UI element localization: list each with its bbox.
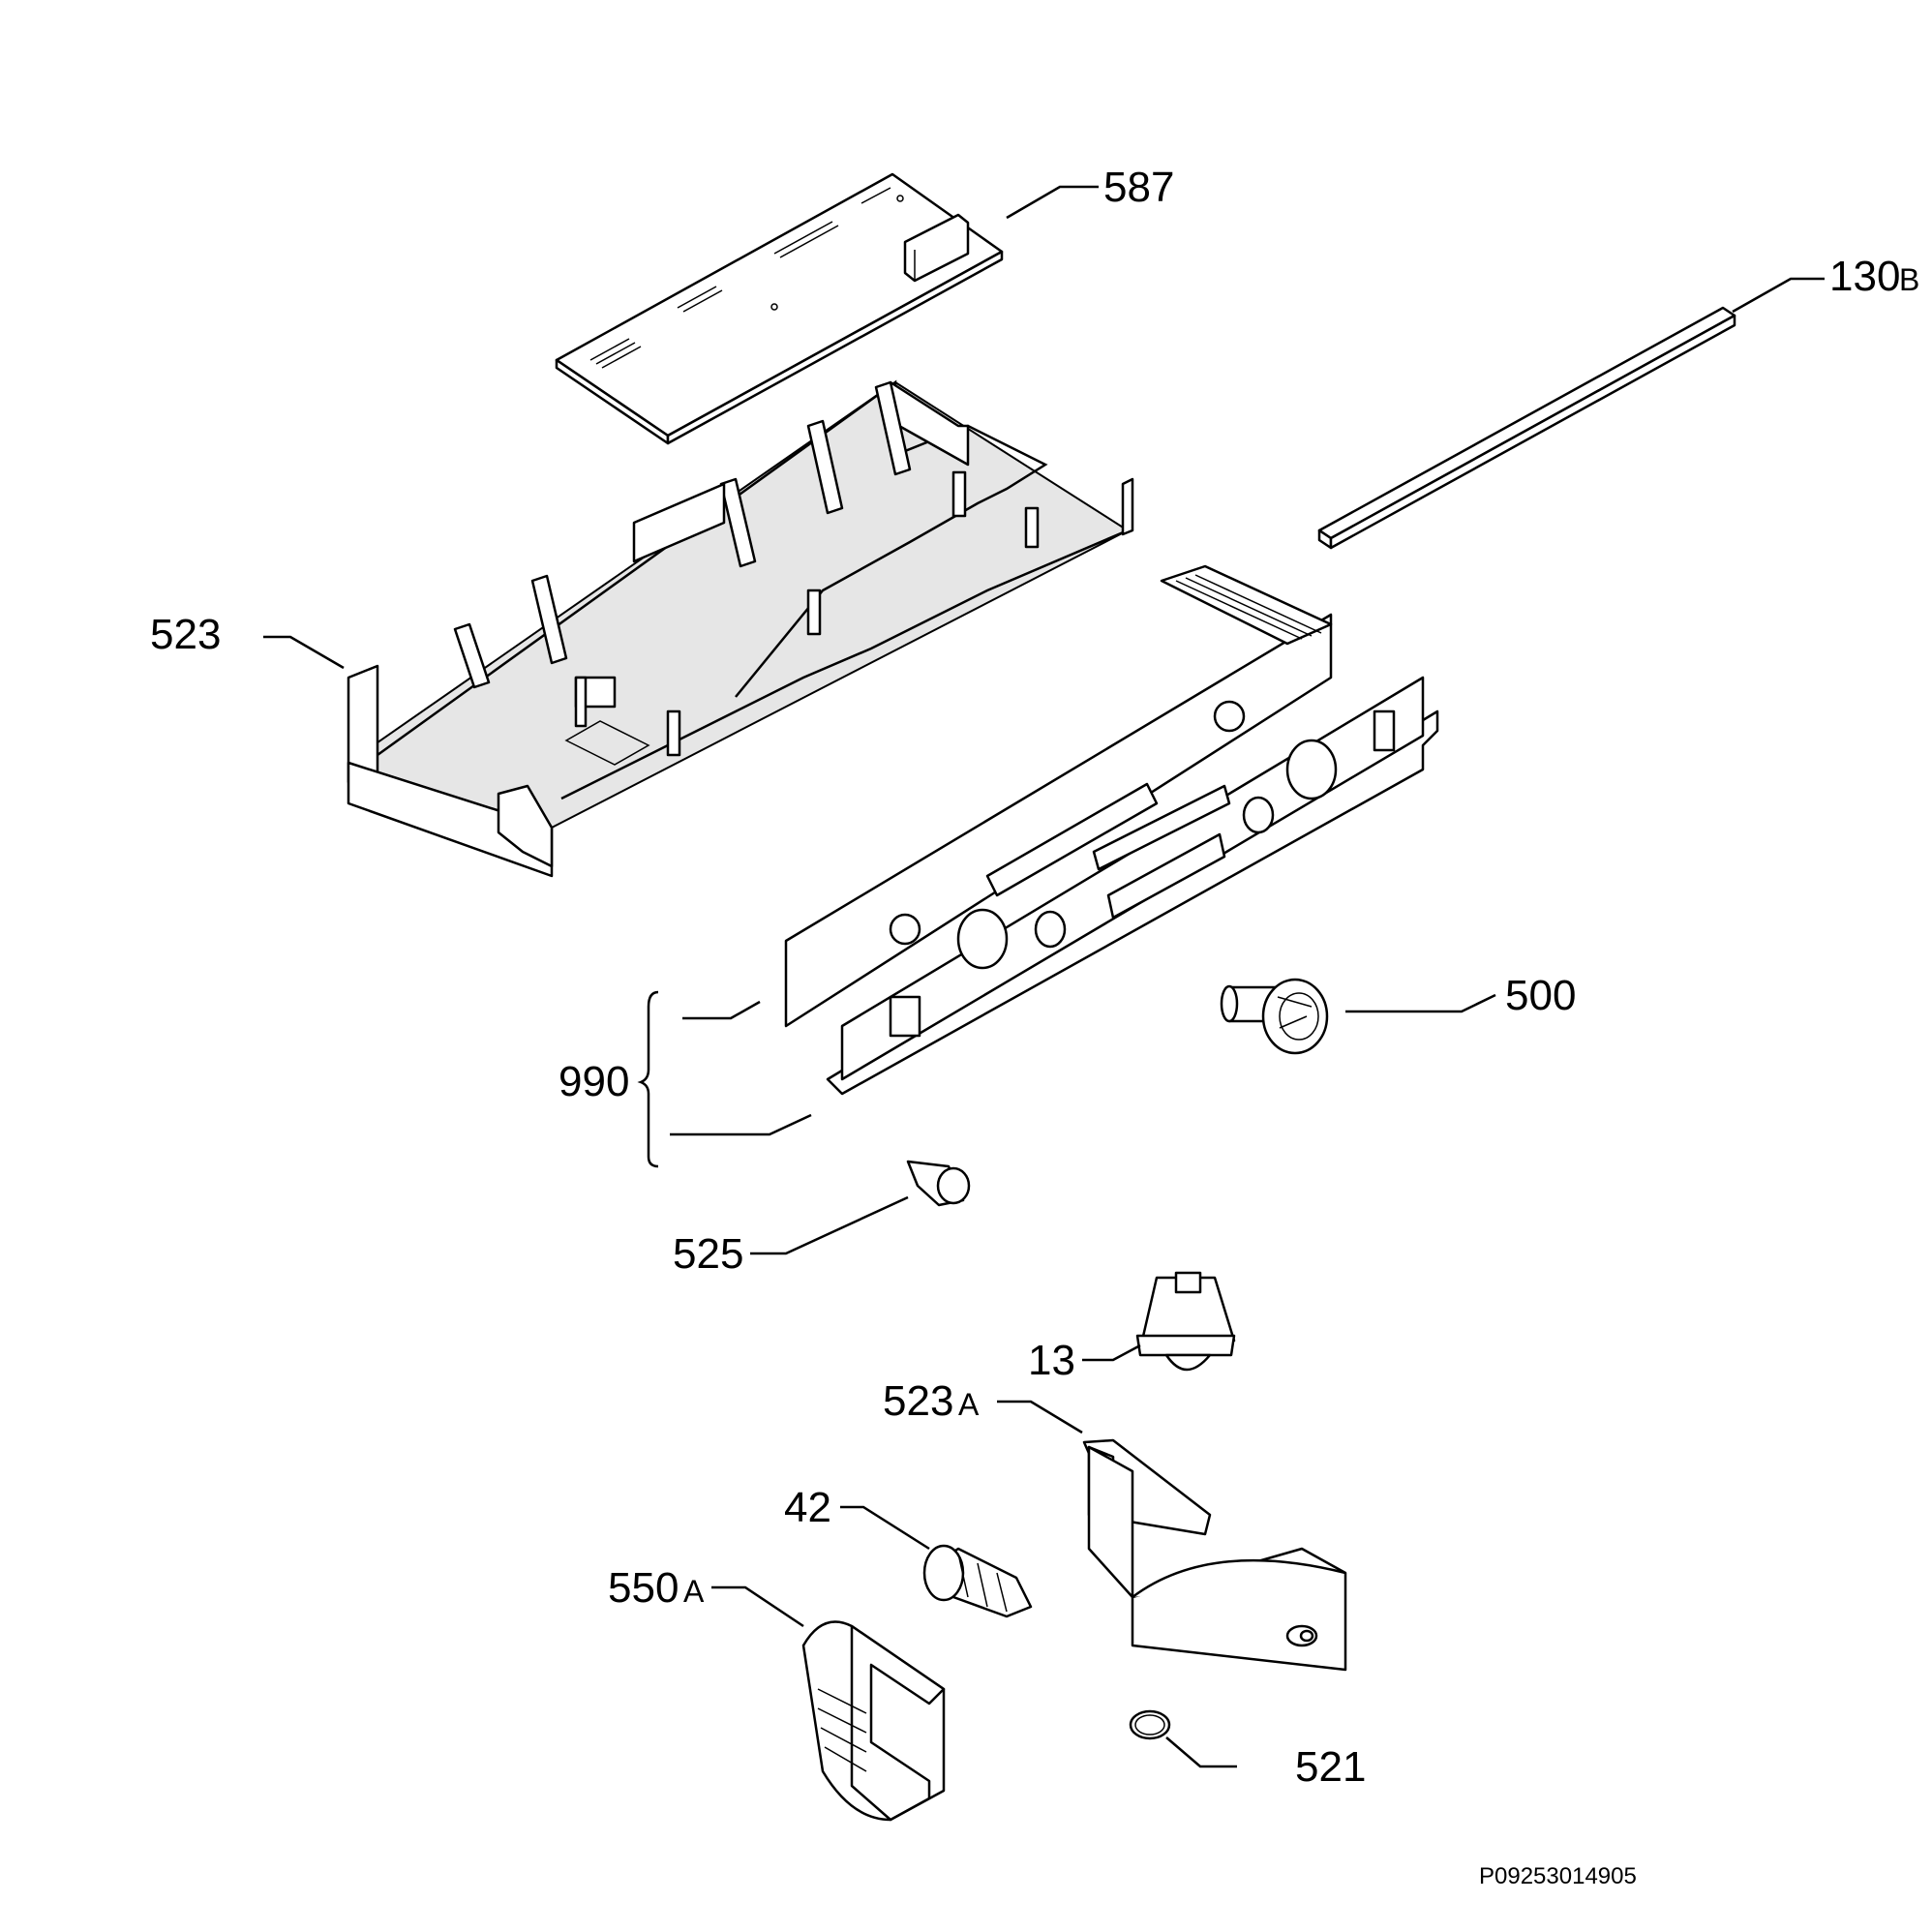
part-130B-sealing-strip[interactable] <box>1317 306 1736 550</box>
leader-lines <box>263 185 1825 1768</box>
part-587-circuit-board[interactable] <box>555 172 1004 445</box>
part-521-ring[interactable] <box>1129 1709 1171 1740</box>
label-550A: 550 <box>608 1564 679 1612</box>
part-525-cap[interactable] <box>906 1160 971 1207</box>
label-42: 42 <box>784 1484 831 1531</box>
label-500: 500 <box>1505 972 1576 1019</box>
label-990: 990 <box>558 1058 629 1105</box>
label-130-suffix: B <box>1899 262 1919 297</box>
part-13-switch[interactable] <box>1135 1271 1236 1372</box>
label-523A-suffix: A <box>958 1387 980 1422</box>
label-13: 13 <box>1028 1337 1075 1384</box>
part-523A-cover[interactable] <box>1082 1438 1347 1672</box>
part-550A-end-cap[interactable] <box>801 1620 946 1822</box>
label-521: 521 <box>1295 1743 1366 1791</box>
drawing-code: P09253014905 <box>1479 1863 1637 1889</box>
part-523-housing[interactable] <box>347 379 1134 878</box>
part-42-lamp-holder[interactable] <box>922 1544 1033 1618</box>
part-500-knob[interactable] <box>1220 978 1329 1055</box>
part-990-control-pcb[interactable] <box>784 564 1439 1096</box>
label-550A-suffix: A <box>683 1574 705 1609</box>
label-587: 587 <box>1103 164 1174 211</box>
label-523A: 523 <box>883 1377 953 1425</box>
label-525: 525 <box>673 1230 743 1278</box>
part-labels: 587 130 B 523 500 990 525 13 523 A 42 55… <box>150 164 1919 1889</box>
label-130: 130 <box>1829 253 1900 300</box>
label-523: 523 <box>150 611 221 658</box>
